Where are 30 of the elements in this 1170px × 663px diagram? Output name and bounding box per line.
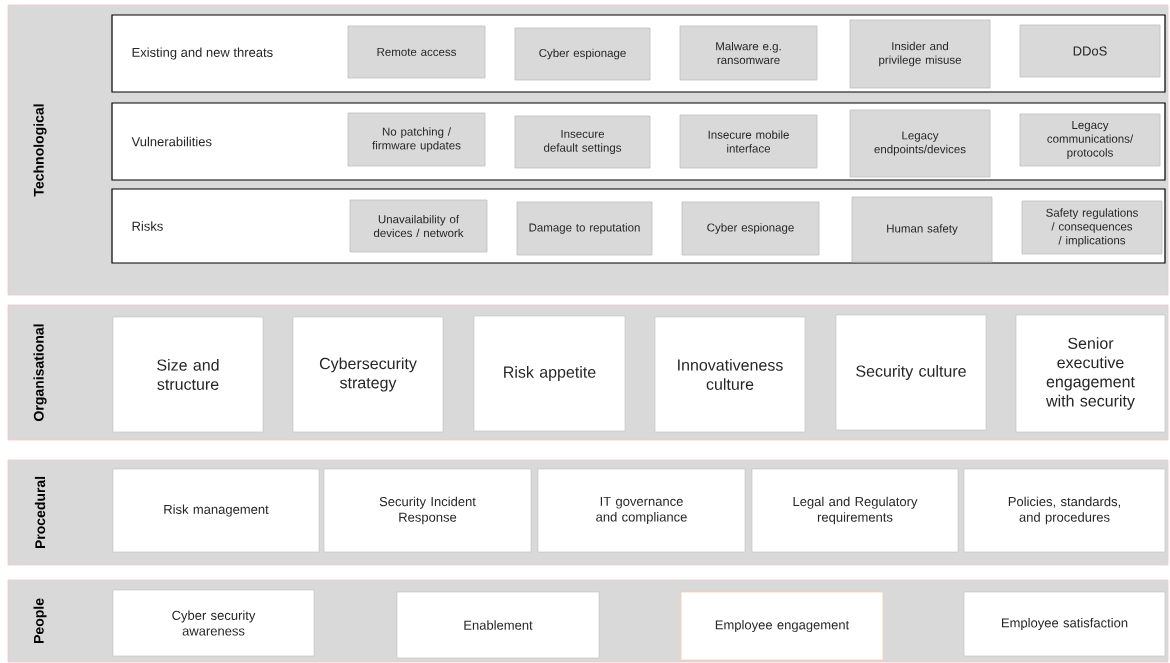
factor-box: Size and structure bbox=[112, 316, 264, 433]
factor-box: Security culture bbox=[835, 314, 987, 431]
factor-box: Risk appetite bbox=[473, 315, 626, 432]
factor-box: Employee satisfaction bbox=[963, 591, 1166, 657]
factor-box: Cyber espionage bbox=[681, 201, 820, 256]
factor-box: Innovativeness culture bbox=[654, 316, 806, 433]
factor-box: IT governance and compliance bbox=[537, 468, 746, 553]
factor-box: Unavailability of devices / network bbox=[349, 199, 488, 253]
factor-box: Legacy endpoints/devices bbox=[849, 109, 991, 178]
factor-box: Enablement bbox=[396, 591, 600, 659]
factor-box: Remote access bbox=[347, 25, 486, 79]
factor-box: Human safety bbox=[851, 196, 993, 263]
factor-box: Insecure mobile interface bbox=[679, 114, 818, 169]
factor-box: DDoS bbox=[1019, 24, 1161, 78]
factor-box: Employee engagement bbox=[680, 591, 884, 661]
factor-box: Insecure default settings bbox=[514, 115, 651, 169]
factor-box: Cybersecurity strategy bbox=[292, 316, 444, 433]
factor-box: Legacy communications/ protocols bbox=[1019, 113, 1161, 167]
factor-box: Legal and Regulatory requirements bbox=[751, 468, 959, 553]
factor-box: Cyber security awareness bbox=[112, 589, 315, 657]
factor-box: Cyber espionage bbox=[514, 27, 651, 81]
factor-box: No patching / firmware updates bbox=[347, 112, 486, 167]
factor-box: Senior executive engagement with security bbox=[1015, 314, 1166, 433]
factor-box: Policies, standards, and procedures bbox=[963, 468, 1166, 553]
factor-box: Security Incident Response bbox=[323, 468, 532, 553]
factor-box: Malware e.g. ransomware bbox=[679, 25, 818, 81]
factor-box: Risk management bbox=[112, 468, 320, 553]
factor-box: Damage to reputation bbox=[516, 201, 653, 256]
factor-box: Insider and privilege misuse bbox=[849, 19, 991, 89]
factor-box: Safety regulations / consequences / implications bbox=[1021, 200, 1163, 255]
